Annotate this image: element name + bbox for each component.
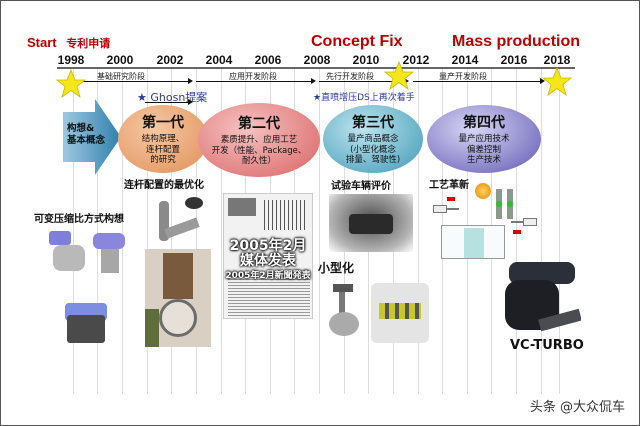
caption-link-optimization: 连杆配置的最优化 xyxy=(124,180,204,191)
phase-mass-production-dev: 量产开发阶段 xyxy=(439,72,487,81)
red-arrow-marker xyxy=(513,230,521,234)
engine-cad-image-1 xyxy=(45,229,89,275)
engine-block-photo xyxy=(145,249,211,347)
newspaper-subline: 2005年2月新聞発表 xyxy=(225,270,311,281)
year-label: 2018 xyxy=(543,53,571,67)
year-label: 2000 xyxy=(106,53,134,67)
phase-application-dev: 应用开发阶段 xyxy=(229,72,277,81)
ds-restart-note: ★直喷增压DS上再次着手 xyxy=(313,93,415,103)
concept-arrow-label: 构想& 基本概念 xyxy=(67,123,105,148)
gridline xyxy=(221,69,222,394)
year-label: 2010 xyxy=(352,53,380,67)
generation-title: 第一代 xyxy=(142,115,184,132)
concept-fix-heading: Concept Fix xyxy=(311,33,403,50)
red-arrow-marker xyxy=(447,197,455,201)
generation-body: 量产商品概念 (小型化概念 排量、驾驶性) xyxy=(346,134,400,166)
watermark: 头条 @大众侃车 xyxy=(529,400,625,415)
newspaper-headline: 媒体发表 xyxy=(240,253,296,270)
generation-line: 素质提升、应用工艺 xyxy=(220,135,298,146)
start-label: Start xyxy=(27,35,57,50)
generation-line: 的研究 xyxy=(150,155,176,166)
phase-advanced-dev: 先行开发阶段 xyxy=(326,72,374,81)
patent-label: 专利申请 xyxy=(66,38,111,50)
year-label: 2006 xyxy=(254,53,282,67)
concept-arrow-shape xyxy=(63,99,121,175)
gridline xyxy=(122,69,123,394)
newspaper-overlay: 2005年2月 媒体发表 2005年2月新聞発表 xyxy=(225,238,311,282)
connecting-rod-image xyxy=(493,187,517,221)
process-icon xyxy=(475,183,491,199)
vc-turbo-engine-image xyxy=(499,256,581,338)
gridline xyxy=(559,69,560,394)
generation-line: 生产技术 xyxy=(466,155,501,166)
generation-body: 素质提升、应用工艺 开发（性能、Package、 耐久性） xyxy=(212,135,307,167)
caption-downsizing: 小型化 xyxy=(318,261,355,275)
ghosn-arrow xyxy=(145,99,193,105)
gridline xyxy=(196,69,197,394)
year-label: 2008 xyxy=(303,53,331,67)
generation-line: 排量、驾驶性) xyxy=(345,155,401,166)
start-heading: Start 专利申请 xyxy=(27,35,110,51)
phase-arrow xyxy=(81,78,193,84)
milestone-star-icon xyxy=(384,61,414,91)
link-mechanism-image xyxy=(153,195,207,249)
concept-line1: 构想& xyxy=(67,123,95,134)
concept-line2: 基本概念 xyxy=(67,135,106,147)
engine-cad-image-2 xyxy=(89,229,129,275)
generation-line: 开发（性能、Package、 xyxy=(211,145,307,156)
generation-title: 第三代 xyxy=(352,115,394,132)
newspaper-date: 2005年2月 xyxy=(229,238,307,254)
newspaper-clipping-image xyxy=(223,193,313,319)
phase-arrow xyxy=(319,78,409,84)
generation-2-bubble: 第二代 素质提升、应用工艺 开发（性能、Package、 耐久性） xyxy=(198,103,320,177)
year-label: 2016 xyxy=(500,53,528,67)
generation-line: 结构原理、 xyxy=(141,134,185,145)
test-vehicle-photo xyxy=(329,194,413,252)
generation-line: 量产应用技术 xyxy=(458,134,510,145)
gridline xyxy=(319,69,320,394)
generation-title: 第二代 xyxy=(238,116,280,133)
mass-production-heading: Mass production xyxy=(452,33,581,50)
engine-cutaway-image xyxy=(371,283,429,343)
year-label: 2012 xyxy=(402,53,430,67)
generation-3-bubble: 第三代 量产商品概念 (小型化概念 排量、驾驶性) xyxy=(323,105,423,173)
piston-image xyxy=(63,301,109,345)
tool-drawing-right xyxy=(511,216,539,228)
tool-drawing-left xyxy=(433,203,461,215)
block-section-drawing xyxy=(441,225,505,259)
generation-line: 偏差控制 xyxy=(466,144,501,155)
gridline xyxy=(541,69,542,394)
gridline xyxy=(418,69,419,394)
generation-body: 量产应用技术 偏差控制 生产技术 xyxy=(458,134,509,166)
phase-basic-research: 基础研究阶段 xyxy=(97,72,145,81)
phase-arrow xyxy=(413,78,545,84)
generation-body: 结构原理、 连杆配置 的研究 xyxy=(142,134,185,166)
generation-line: 耐久性） xyxy=(241,156,276,167)
generation-4-bubble: 第四代 量产应用技术 偏差控制 生产技术 xyxy=(427,105,541,173)
small-link-drawing xyxy=(323,276,373,346)
generation-title: 第四代 xyxy=(463,115,505,132)
year-label: 2004 xyxy=(205,53,233,67)
generation-line: 连杆配置 xyxy=(145,144,180,155)
generation-1-bubble: 第一代 结构原理、 连杆配置 的研究 xyxy=(118,105,208,173)
generation-line: 量产商品概念 xyxy=(347,134,399,145)
milestone-star-icon xyxy=(56,69,86,99)
milestone-star-icon xyxy=(542,67,572,97)
phase-arrow xyxy=(196,78,316,84)
caption-vcr-concept: 可变压缩比方式构想 xyxy=(34,214,124,225)
year-label: 2002 xyxy=(156,53,184,67)
caption-process-innovation: 工艺革新 xyxy=(429,180,469,191)
caption-vc-turbo: VC-TURBO xyxy=(510,338,584,353)
year-label: 2014 xyxy=(451,53,479,67)
year-label: 1998 xyxy=(57,53,85,67)
gridline xyxy=(73,69,74,394)
caption-vehicle-evaluation: 试验车辆评价 xyxy=(331,181,391,192)
generation-line: (小型化概念 xyxy=(350,144,396,155)
gridline xyxy=(147,69,148,394)
timeline-axis xyxy=(57,67,575,69)
gridline xyxy=(97,69,98,394)
